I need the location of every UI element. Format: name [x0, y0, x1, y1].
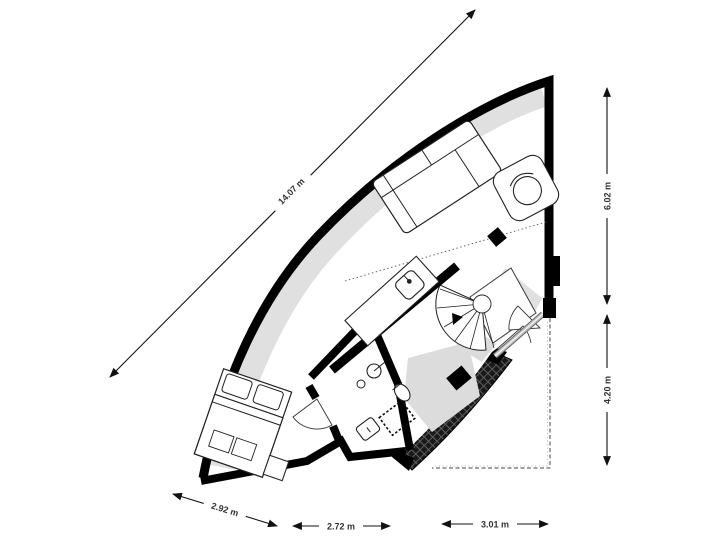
entry-hall: [469, 267, 542, 350]
drain: [356, 379, 366, 389]
sliding-glass-door: [493, 311, 545, 359]
wall-corner-piece: [543, 298, 556, 318]
bedroom-wall: [305, 383, 344, 445]
dimension-text: 2.72 m: [327, 522, 355, 532]
dimension-text: 2.92 m: [210, 501, 240, 519]
terrace-boundary-ticks: [435, 322, 548, 467]
nightstand: [262, 454, 290, 482]
toilet: [392, 382, 411, 402]
terrace-boundary-dashed: [432, 318, 551, 469]
double-bed: [193, 367, 293, 479]
bedroom-door-swing: [292, 398, 333, 430]
dimension-label-right-lower: 4.20 m: [600, 368, 613, 412]
dimension-text: 3.01 m: [481, 520, 509, 530]
dimension-text: 4.20 m: [603, 376, 613, 404]
dimension-text: 6.02 m: [603, 182, 613, 210]
dimension-lines: 14.07 m 6.02 m 4.20 m 2.92 m 2.72 m 3.01…: [109, 9, 613, 532]
pillow-right: [252, 384, 284, 411]
dimension-text: 14.07 m: [276, 176, 306, 206]
structural-column: [487, 227, 507, 247]
dimension-label-right-upper: 6.02 m: [600, 174, 613, 218]
dimension-label-bottom-left: 2.92 m: [202, 496, 248, 521]
shower: [378, 399, 416, 437]
dimension-label-diagonal: 14.07 m: [269, 169, 313, 213]
armchair: [492, 154, 560, 222]
duvet: [193, 393, 284, 479]
dimension-label-bottom-middle: 2.72 m: [319, 519, 363, 532]
wall-jog: [546, 256, 560, 286]
dimension-label-bottom-right: 3.01 m: [473, 517, 517, 530]
bathroom-cabinet: [355, 417, 381, 441]
